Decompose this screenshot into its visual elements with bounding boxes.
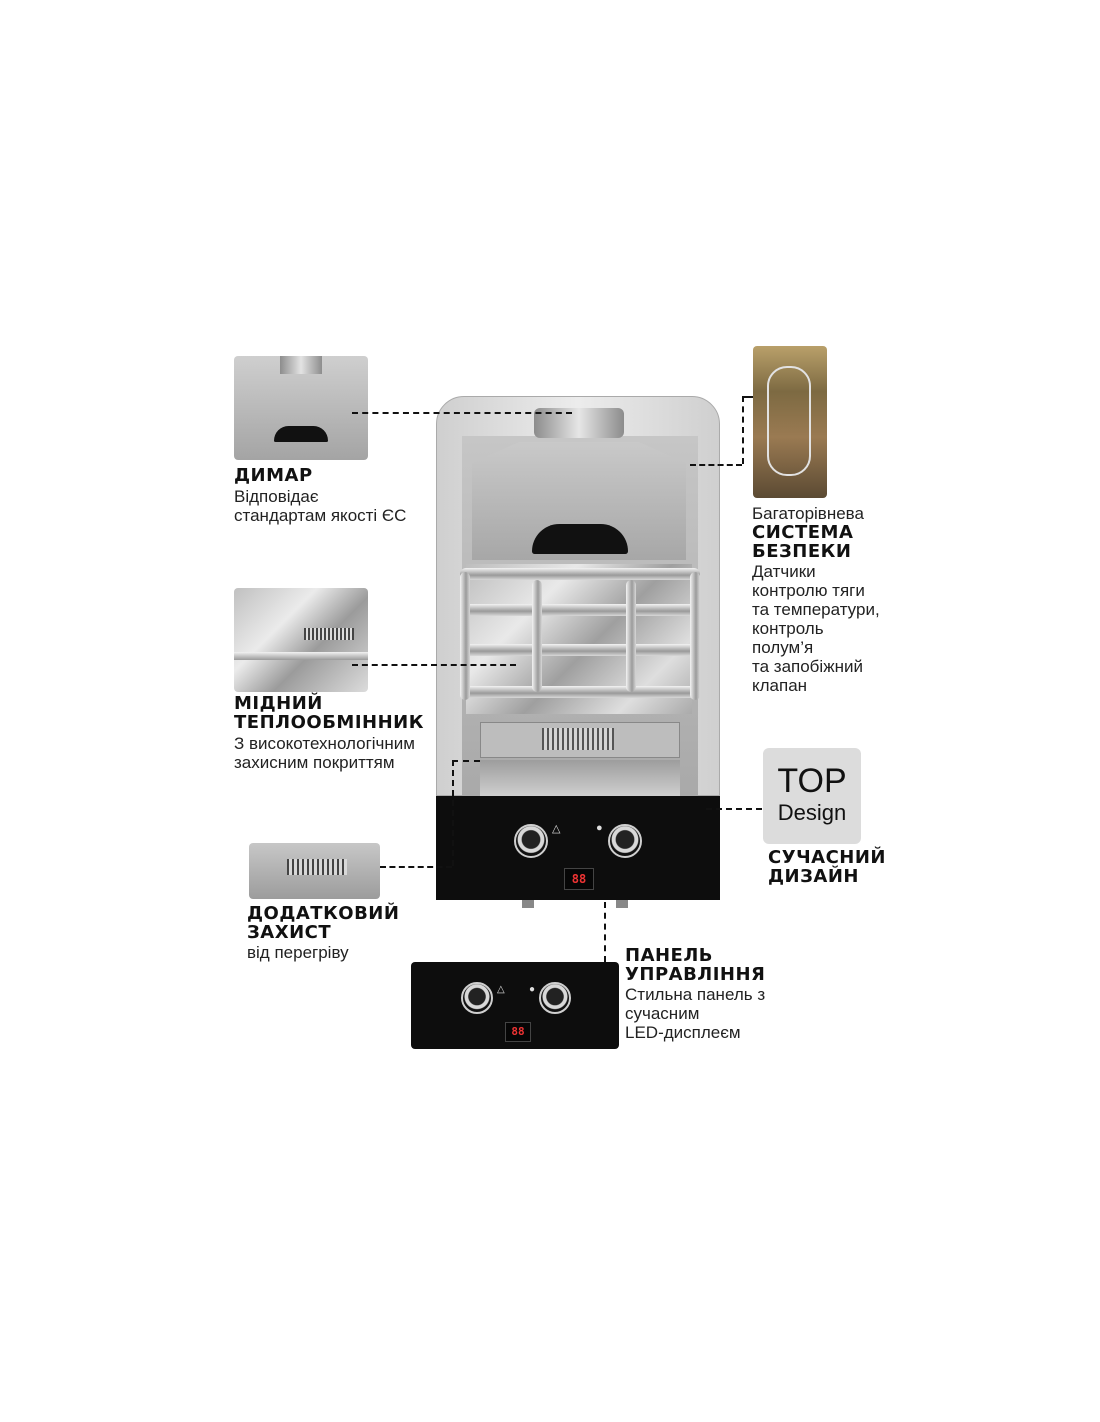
flue-title: ДИМАР	[234, 465, 313, 486]
exchanger-tube	[460, 572, 470, 700]
safety-connector-line-h	[690, 464, 742, 466]
water-drop-icon: ●	[596, 822, 603, 834]
flue-thumbnail	[234, 356, 368, 460]
panel-title-1: ПАНЕЛЬ	[625, 945, 714, 966]
exchanger-tube	[460, 604, 700, 616]
exchanger-desc-2: захисним покриттям	[234, 753, 395, 772]
exchanger-tube	[460, 644, 700, 656]
safety-title-2: БЕЗПЕКИ	[752, 541, 852, 562]
overheat-connector-line-h	[380, 866, 452, 868]
exchanger-tube	[460, 686, 700, 698]
design-title-1: СУЧАСНИЙ	[768, 847, 886, 868]
closeup-left-knob	[461, 982, 493, 1014]
thumb-overheat-grille	[287, 859, 347, 875]
safety-desc-3: та температури,	[752, 600, 880, 619]
led-display: 88	[564, 868, 594, 890]
safety-lead: Багаторівнева	[752, 504, 864, 523]
closeup-right-knob	[539, 982, 571, 1014]
thumb-exchanger-tube	[234, 652, 368, 660]
safety-title-1: СИСТЕМА	[752, 522, 854, 543]
thumb-flue-pipe	[280, 356, 322, 374]
panel-desc-1: Стильна панель з	[625, 985, 766, 1004]
burner-grille	[542, 728, 614, 750]
closeup-led-display: 88	[505, 1022, 531, 1042]
water-connector	[616, 900, 628, 908]
thumb-flue-opening	[274, 426, 328, 442]
safety-desc-2: контролю тяги	[752, 581, 865, 600]
exchanger-connector-line	[352, 664, 516, 666]
badge-top-text: TOP	[777, 762, 847, 800]
left-knob	[514, 824, 548, 858]
exchanger-tube	[532, 580, 542, 692]
flue-desc-1: Відповідає	[234, 487, 319, 506]
safety-desc-7: клапан	[752, 676, 808, 695]
badge-design-text: Design	[777, 800, 847, 825]
exchanger-title-2: ТЕПЛООБМІННИК	[234, 712, 424, 733]
panel-title-2: УПРАВЛІННЯ	[625, 964, 766, 985]
panel-desc-3: LED-дисплеєм	[625, 1023, 741, 1042]
exchanger-thumbnail	[234, 588, 368, 692]
safety-thumbnail	[753, 346, 827, 498]
safety-desc-5: полум’я	[752, 638, 814, 657]
thumb-sensor-wire	[767, 366, 811, 476]
closeup-flame-icon: △	[497, 984, 505, 995]
flue-hood-opening	[532, 524, 628, 554]
flue-desc-2: стандартам якості ЄС	[234, 506, 407, 525]
design-connector-line	[706, 808, 762, 810]
control-panel-closeup: △ ● 88	[411, 962, 619, 1049]
overheat-connector-line-top	[452, 760, 480, 762]
exchanger-tube	[626, 580, 636, 692]
exchanger-title-1: МІДНИЙ	[234, 693, 323, 714]
burner-gas-pipes	[480, 760, 680, 796]
panel-desc-2: сучасним	[625, 1004, 700, 1023]
exchanger-desc-1: З високотехнологічним	[234, 734, 415, 753]
safety-desc-6: та запобіжний	[752, 657, 863, 676]
water-connector	[522, 900, 534, 908]
exchanger-tube	[460, 568, 700, 580]
flame-icon: △	[552, 823, 561, 835]
overheat-title-1: ДОДАТКОВИЙ	[247, 903, 400, 924]
safety-desc-1: Датчики	[752, 562, 816, 581]
design-title-2: ДИЗАЙН	[768, 866, 859, 887]
exchanger-tube	[690, 572, 700, 700]
safety-connector-line-v	[742, 396, 744, 464]
closeup-led-value: 88	[511, 1025, 525, 1038]
closeup-water-drop-icon: ●	[529, 984, 536, 995]
top-design-badge: TOP Design	[763, 748, 861, 844]
water-heater-image: △ ● 88	[436, 396, 720, 908]
panel-connector-line	[604, 902, 606, 962]
safety-connector-line-top	[742, 396, 753, 398]
safety-desc-4: контроль	[752, 619, 824, 638]
thumb-exchanger-grille	[304, 628, 354, 640]
overheat-desc-1: від перегріву	[247, 943, 349, 962]
flue-connector-line	[352, 412, 572, 414]
overheat-thumbnail	[249, 843, 380, 899]
right-knob	[608, 824, 642, 858]
overheat-title-2: ЗАХИСТ	[247, 922, 332, 943]
led-display-value: 88	[571, 872, 587, 886]
overheat-connector-line-v	[452, 760, 454, 866]
